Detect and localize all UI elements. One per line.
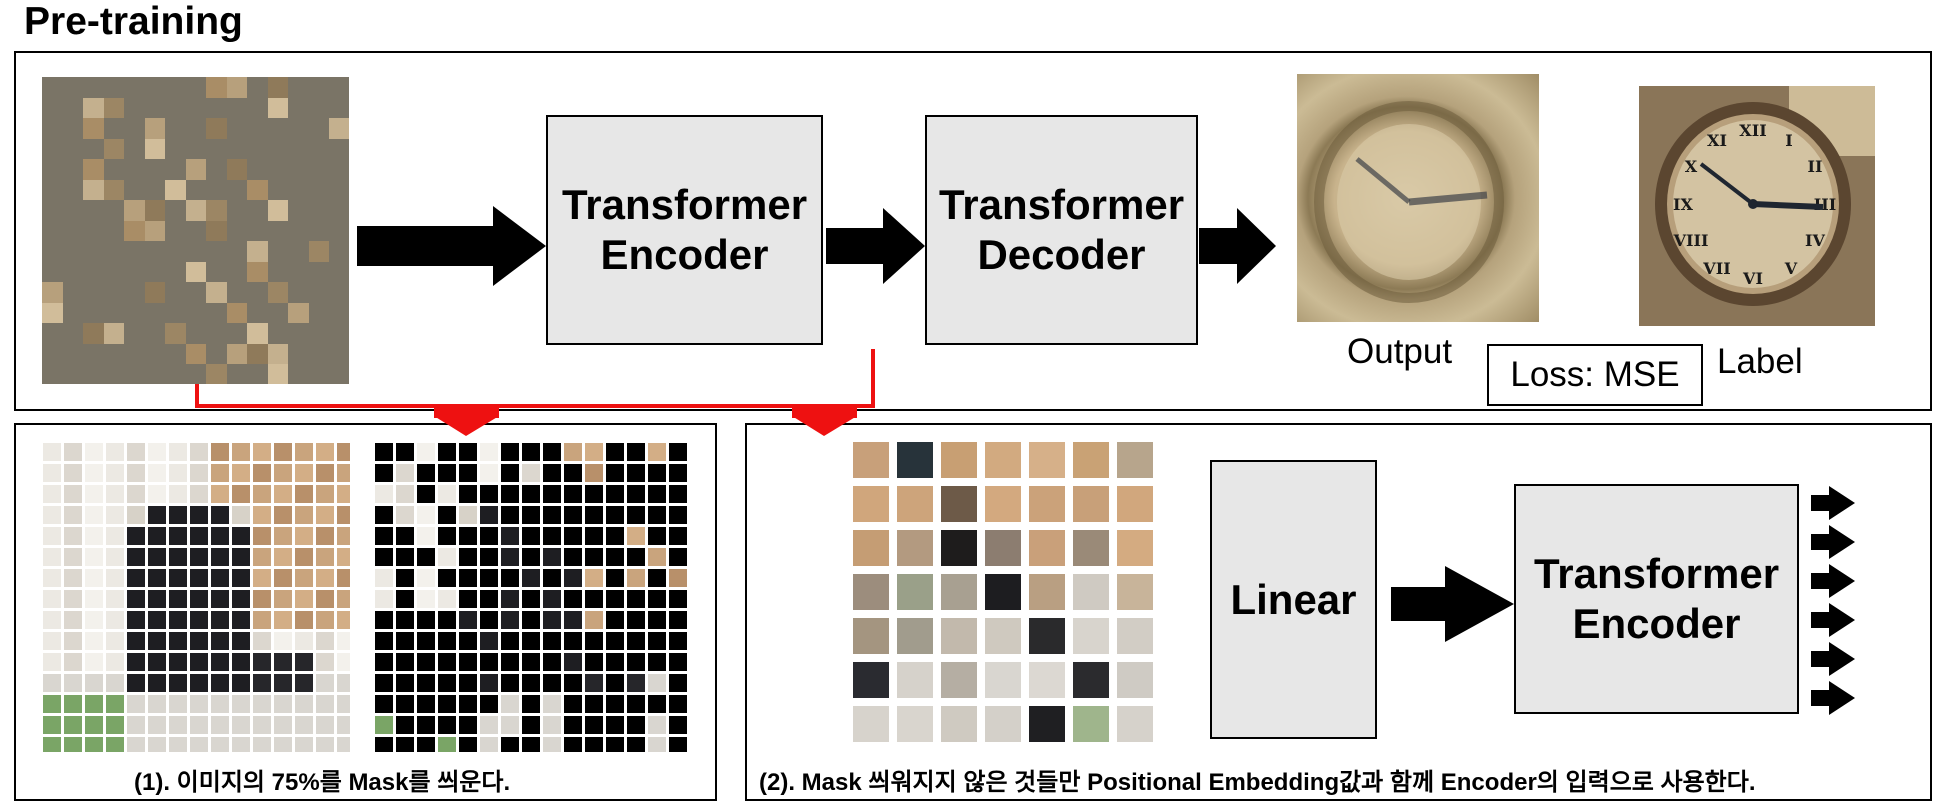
output-token-arrow bbox=[1811, 486, 1855, 520]
output-token-arrow bbox=[1811, 525, 1855, 559]
step2-transformer-encoder-box: Transformer Encoder bbox=[1514, 484, 1799, 714]
step2-caption: (2). Mask 씌워지지 않은 것들만 Positional Embeddi… bbox=[759, 762, 1756, 797]
output-token-arrow bbox=[1811, 642, 1855, 676]
encoder-output-arrows bbox=[1811, 486, 1855, 715]
arrow-to-step2-encoder bbox=[1391, 566, 1514, 642]
output-token-arrow bbox=[1811, 603, 1855, 637]
output-token-arrow bbox=[1811, 681, 1855, 715]
output-token-arrow bbox=[1811, 564, 1855, 598]
